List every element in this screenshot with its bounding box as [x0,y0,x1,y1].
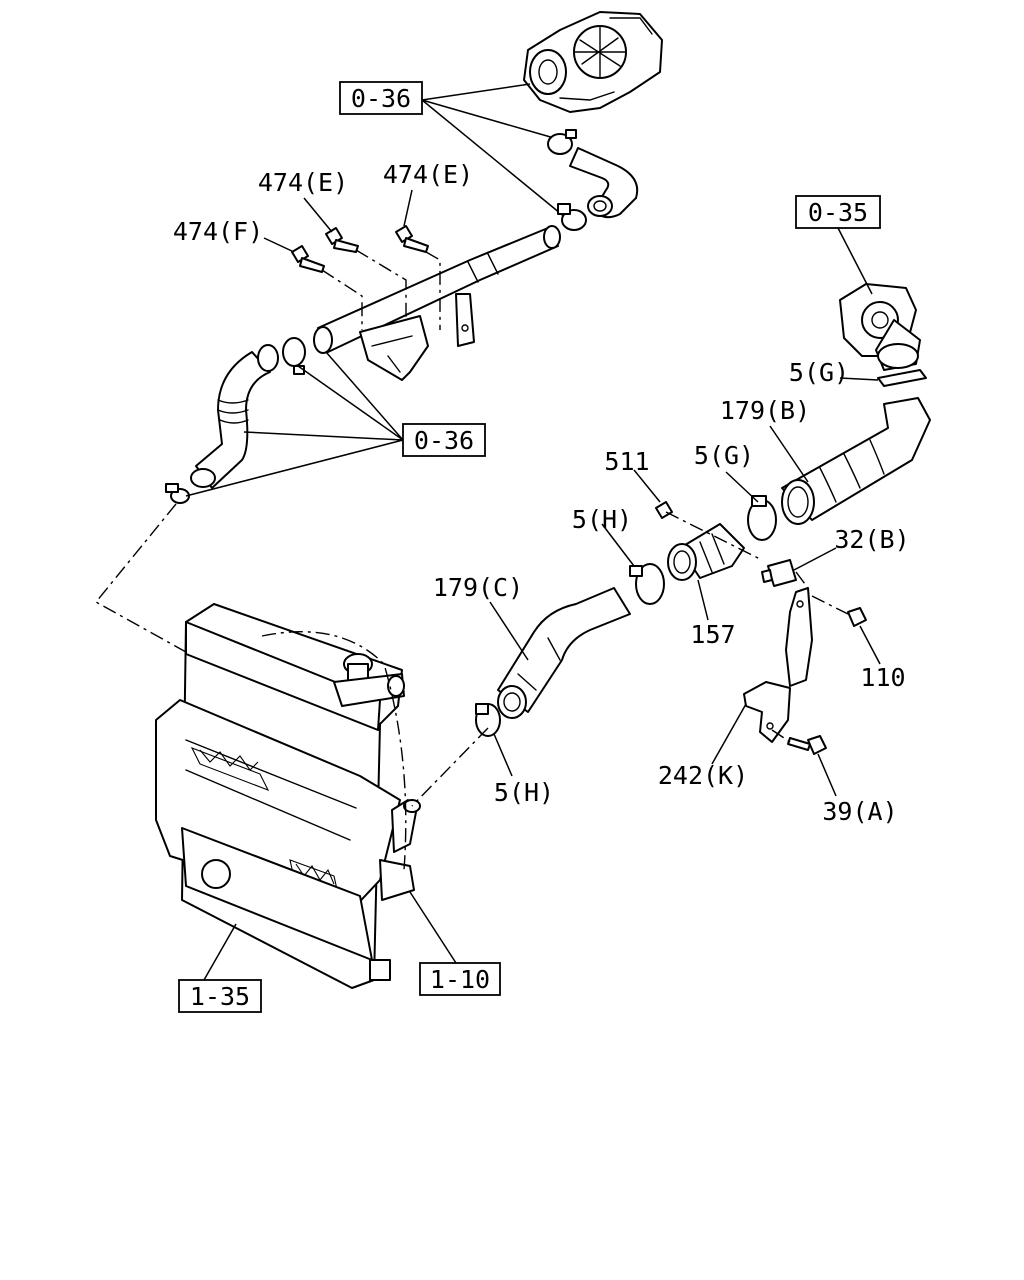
ref-box-0-36-top: 0-36 [339,81,423,115]
ref-box-1-35: 1-35 [178,979,262,1013]
fan-shroud-outline [261,631,407,871]
sensor-32b [761,559,797,587]
bolt-leaders [263,189,441,330]
hose-179c [497,587,631,719]
nut-511 [655,501,673,519]
bracket-242k [743,587,813,743]
upper-clamp-2 [557,203,587,231]
bolt-474-e-2 [395,225,429,253]
upper-metal-pipe [313,225,561,354]
bolt-39a [787,735,827,755]
ref-box-0-35: 0-35 [795,195,881,229]
label-474e-1: 474(E) [258,168,348,197]
clamp-5h-lower [475,703,501,737]
label-5h-top: 5(H) [572,505,632,534]
svg-text:0-35: 0-35 [808,198,868,227]
svg-text:1-10: 1-10 [430,965,490,994]
label-110: 110 [860,663,905,692]
clamp-5h-upper [629,563,665,605]
connection-line-left [94,503,187,653]
label-157: 157 [690,620,735,649]
radiator-intercooler-assembly [155,603,415,989]
turbo-outlet-hose [569,147,639,219]
callout-leaders [489,377,881,797]
turbocharger [523,11,663,113]
pipe-bracket [359,315,429,381]
clamp-5g-middle [747,495,777,541]
svg-text:0-36: 0-36 [414,426,474,455]
leaders-ref-mid [185,351,404,497]
clamp-5g-top [877,369,927,387]
bolt-474-e-1 [325,227,359,253]
hose-179b [781,397,931,525]
upper-clamp-1 [547,129,577,155]
label-474e-2: 474(E) [383,160,473,189]
hose-clamp-upper-left [257,337,306,375]
assembly-lines-right [411,511,849,807]
throttle-body [839,283,921,371]
metal-pipe-157 [667,523,745,581]
label-5g-top: 5(G) [789,358,849,387]
leaders-ref-top [421,83,567,219]
label-179c: 179(C) [433,573,523,602]
label-179b: 179(B) [720,396,810,425]
label-5h-bottom: 5(H) [494,778,554,807]
label-32b: 32(B) [834,525,909,554]
label-39a: 39(A) [822,797,897,826]
label-474f: 474(F) [173,217,263,246]
bolt-474-f [291,245,325,273]
lower-rubber-hose [190,351,271,489]
label-5g-mid: 5(G) [694,441,754,470]
radiator-leaders [203,891,457,981]
radiator-filler-cap [333,653,405,707]
nut-110 [847,607,867,627]
label-511: 511 [604,447,649,476]
svg-text:1-35: 1-35 [190,982,250,1011]
hose-clamp-lower-left [165,483,190,504]
leader-ref-right [837,227,873,295]
ref-box-0-36-middle: 0-36 [402,423,486,457]
ref-box-1-10: 1-10 [419,962,501,996]
label-242k: 242(K) [658,761,748,790]
svg-text:0-36: 0-36 [351,84,411,113]
